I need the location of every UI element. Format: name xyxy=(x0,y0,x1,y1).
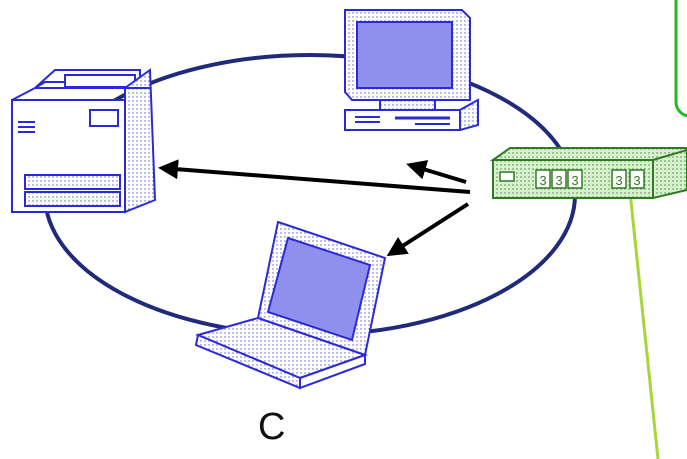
printer-icon xyxy=(11,68,157,214)
arrow-to-desktop xyxy=(406,160,467,184)
switch-port-label: 3 xyxy=(571,173,578,188)
laptop-icon xyxy=(194,220,387,390)
switch-port-label: 3 xyxy=(539,173,546,188)
arrow-to-laptop xyxy=(386,202,470,257)
desktop-computer-icon xyxy=(344,9,479,131)
network-switch-icon: 3 3 3 3 3 xyxy=(489,147,687,200)
arrow-to-printer xyxy=(158,159,471,194)
switch-port-label: 3 xyxy=(555,173,562,188)
callout-box xyxy=(674,0,687,118)
switch-port-label: 3 xyxy=(633,173,640,188)
pointer-line xyxy=(628,191,660,459)
switch-port-label: 3 xyxy=(615,173,622,188)
caption-letter: C xyxy=(258,406,286,448)
